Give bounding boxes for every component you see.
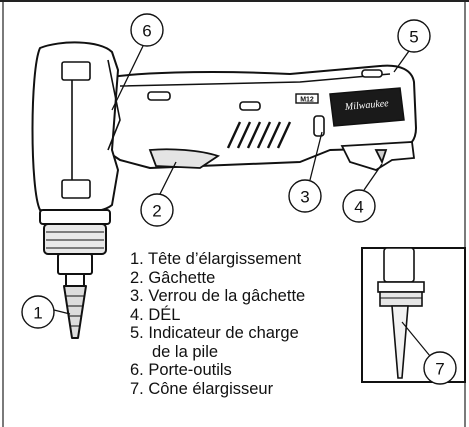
legend-item-1: 1. Tête d’élargissement [130, 250, 302, 268]
brand-badge: Milwaukee [329, 87, 405, 127]
legend-item-3: 3. Verrou de la gâchette [130, 287, 306, 305]
parts-legend: 1. Tête d’élargissement 2. Gâchette 3. V… [130, 250, 370, 398]
callout-1: 1 [21, 295, 55, 329]
voltage-badge: M12 [295, 93, 319, 104]
legend-item-6: 6. Porte-outils [130, 361, 232, 379]
voltage-badge-text: M12 [300, 97, 314, 104]
callout-3: 3 [288, 179, 322, 213]
callout-5: 5 [397, 19, 431, 53]
callout-7: 7 [423, 351, 457, 385]
vent-slots [147, 69, 383, 111]
callout-7-number: 7 [435, 360, 444, 379]
callout-1-number: 1 [33, 304, 42, 323]
trigger-lock [313, 115, 325, 137]
callout-6: 6 [130, 13, 164, 47]
legend-item-4: 4. DÉL [130, 305, 181, 324]
callout-3-number: 3 [300, 188, 309, 207]
tool-body [31, 41, 417, 339]
grip-ribs [226, 121, 292, 149]
callout-2: 2 [140, 193, 174, 227]
legend-item-2: 2. Gâchette [130, 268, 216, 287]
legend-item-5-continued: de la pile [152, 342, 219, 361]
callout-6-number: 6 [142, 22, 151, 41]
callout-4: 4 [342, 189, 376, 223]
led-block [340, 141, 416, 171]
legend-item-5: 5. Indicateur de charge [130, 324, 299, 342]
callout-2-number: 2 [152, 202, 161, 221]
callout-5-number: 5 [409, 28, 418, 47]
brand-badge-text: Milwaukee [343, 98, 389, 113]
callout-4-number: 4 [354, 198, 363, 217]
tool-holder [61, 59, 121, 199]
trigger [148, 148, 221, 169]
legend-item-7: 7. Cône élargisseur [130, 379, 274, 398]
